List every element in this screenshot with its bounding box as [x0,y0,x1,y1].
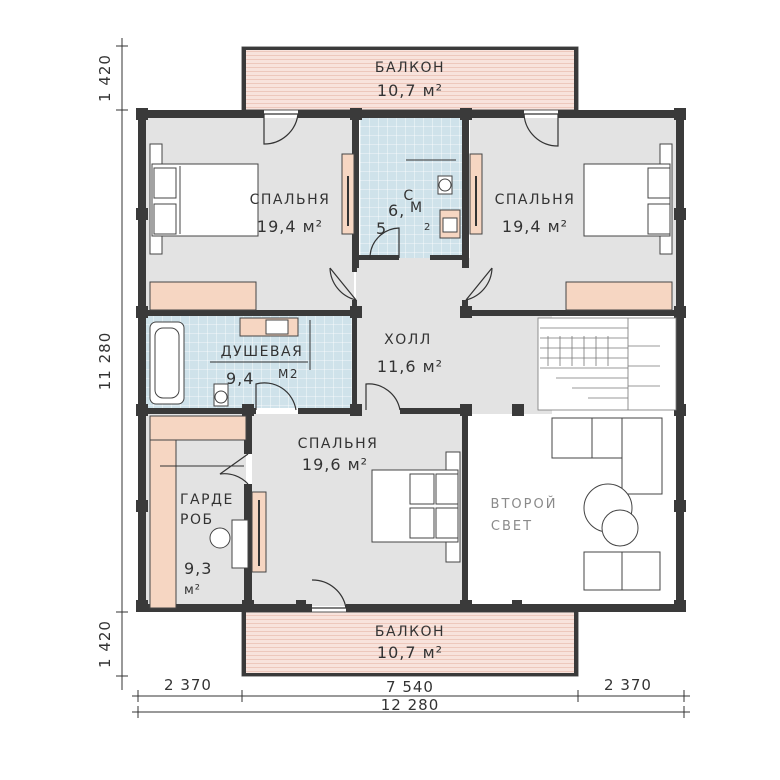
doors [219,113,559,609]
hall-area: 11,6 м² [377,357,443,376]
shower-label: ДУШЕВАЯ [221,344,304,360]
balcony-bottom-area: 10,7 м² [377,643,443,662]
wc-area-number: 6, [388,201,405,220]
dimension-left-top: 1 420 [96,54,114,102]
wc-area-2: 5 [376,219,387,238]
sofa-group [209,417,663,591]
dressers [149,153,673,609]
bathroom-fixtures [149,175,461,407]
wardrobe-label-line1: ГАРДЕ [180,492,234,508]
bed-left [149,143,259,255]
shower-area: 9,4 [226,369,254,388]
dimension-bottom-left: 2 370 [164,676,212,694]
bedroom-left-area: 19,4 м² [257,217,323,236]
dimension-left-mid: 11 280 [96,332,114,391]
balcony-top-label: БАЛКОН [375,60,445,76]
dresser-details [258,176,477,566]
staircase [537,317,677,411]
balcony-bottom-label: БАЛКОН [375,624,445,640]
dimension-bottom-total: 12 280 [381,696,440,714]
dimension-bottom-mid: 7 540 [386,678,434,696]
second-light-line2: СВЕТ [491,519,533,534]
balcony-bottom [241,611,579,677]
balcony-top-area: 10,7 м² [377,81,443,100]
shower-area-unit: М2 [278,367,299,381]
walls [136,108,686,612]
bedroom-right-label: СПАЛЬНЯ [495,192,576,208]
bedroom-bottom-area: 19,6 м² [302,455,368,474]
wc-label: С [403,188,414,204]
wardrobe-label-line2: РОБ [180,512,214,528]
wardrobe-area: 9,3 [184,559,212,578]
bed-right [583,143,673,255]
wc-area-unit: М [410,200,424,216]
second-light-line1: ВТОРОЙ [491,496,558,512]
balcony-top [241,46,579,111]
dimension-left-bottom: 1 420 [96,620,114,668]
bedroom-left-label: СПАЛЬНЯ [250,192,331,208]
bedroom-bottom-label: СПАЛЬНЯ [298,436,379,452]
dimension-lines [116,38,690,718]
wardrobe-area-unit: м² [184,583,201,598]
wc-area-sup: 2 [424,222,432,233]
dimension-bottom-right: 2 370 [604,676,652,694]
hall-label: ХОЛЛ [384,332,432,348]
bed-bottom [371,451,461,563]
bedroom-right-area: 19,4 м² [502,217,568,236]
